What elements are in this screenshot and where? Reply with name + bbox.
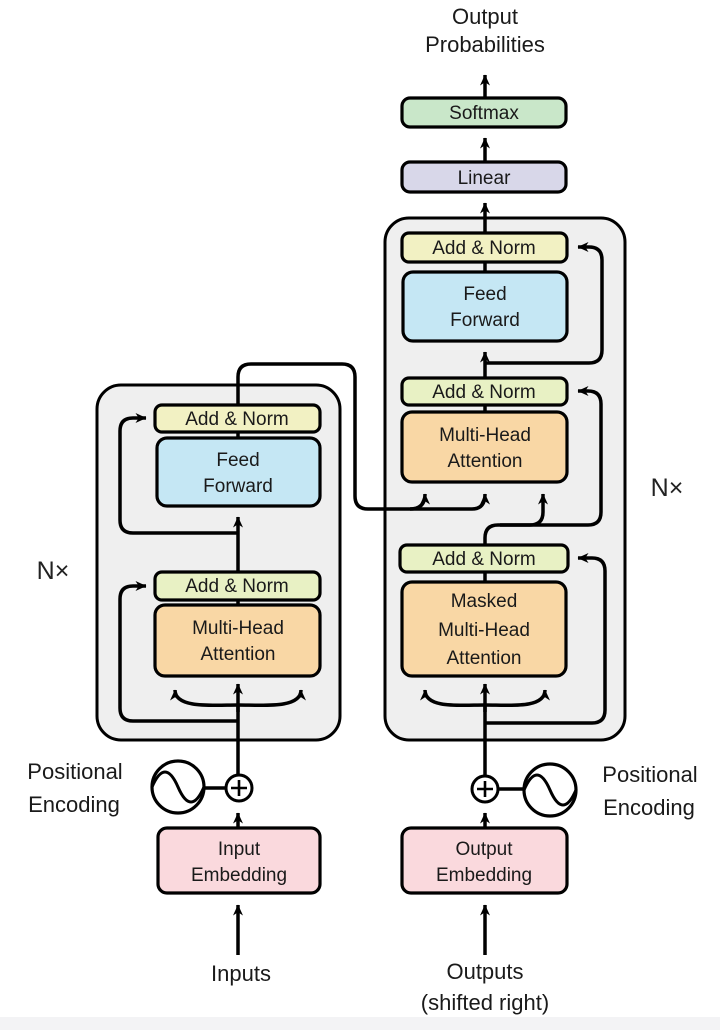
- arrow-encoder-mha-k: [170, 689, 239, 708]
- softmax-box: [400, 96, 568, 129]
- decoder-mha-label-line2: Attention: [448, 451, 523, 472]
- outputs-label-line2: (shifted right): [421, 990, 549, 1015]
- add-icon-right: [470, 774, 500, 804]
- decoder-addnorm-bottom-box: [398, 543, 570, 574]
- decoder-mha-label-line1: Multi-Head: [439, 425, 531, 446]
- positional-encoding-icon-left: [150, 759, 206, 815]
- positional-encoding-label-left-line2: Encoding: [28, 792, 120, 817]
- masked-mha-label-line3: Attention: [447, 648, 522, 669]
- sine-wave-icon: [522, 773, 578, 807]
- decoder-feedforward-label-line1: Feed: [463, 284, 506, 305]
- arrow-masked-mha-k: [420, 689, 486, 708]
- encoder-addnorm-top-box: [153, 403, 322, 434]
- decoder-mha-box: [400, 410, 569, 484]
- encoder-addnorm-top-label: Add & Norm: [185, 409, 288, 430]
- decoder-addnorm-bottom-label: Add & Norm: [432, 549, 535, 570]
- positional-encoding-icon-right: [522, 762, 578, 818]
- residual-decoder-ff: [485, 242, 604, 365]
- residual-cross-mha: [500, 386, 603, 527]
- diagram-connections: [118, 74, 607, 955]
- decoder-masked-mha-box: [400, 580, 568, 678]
- linear-label: Linear: [458, 168, 511, 189]
- residual-encoder-mha: [118, 581, 238, 723]
- decoder-addnorm-top-label: Add & Norm: [432, 238, 535, 259]
- arrow-encoder-mha-v: [237, 689, 306, 708]
- plus-icon: [231, 780, 247, 796]
- output-embedding-label-line1: Output: [455, 839, 513, 860]
- input-embedding-box: [156, 826, 322, 895]
- output-embedding-label-line2: Embedding: [436, 865, 532, 886]
- positional-encoding-label-right-line1: Positional: [602, 762, 697, 787]
- masked-mha-label-line2: Multi-Head: [438, 620, 530, 641]
- footer-strip: [0, 1017, 720, 1030]
- output-probabilities-label-line1: Output: [452, 4, 518, 29]
- linear-box: [400, 160, 568, 194]
- decoder-addnorm-mid-box: [400, 376, 569, 407]
- add-icon-left: [224, 773, 254, 803]
- n-times-label-left: N×: [37, 557, 70, 585]
- input-embedding-label-line2: Embedding: [191, 865, 287, 886]
- encoder-addnorm-bottom-box: [153, 570, 322, 602]
- decoder-addnorm-top-box: [400, 231, 569, 264]
- residual-masked-mha: [485, 553, 607, 725]
- softmax-label: Softmax: [449, 103, 519, 124]
- plus-icon: [477, 781, 493, 797]
- decoder-feedforward-label-line2: Forward: [450, 310, 520, 331]
- decoder-addnorm-mid-label: Add & Norm: [432, 382, 535, 403]
- encoder-feedforward-label-line1: Feed: [216, 450, 259, 471]
- inputs-label: Inputs: [211, 961, 271, 986]
- encoder-feedforward-box: [155, 436, 322, 508]
- positional-encoding-label-right-line2: Encoding: [603, 795, 695, 820]
- output-embedding-box: [400, 826, 569, 895]
- output-probabilities-label-line2: Probabilities: [425, 32, 545, 57]
- arrow-cross-attention-k: [409, 493, 430, 511]
- positional-encoding-label-left-line1: Positional: [27, 759, 122, 784]
- n-times-label-right: N×: [651, 474, 684, 502]
- outputs-label-line1: Outputs: [446, 959, 523, 984]
- arrow-masked-mha-v: [484, 689, 550, 708]
- encoder-mha-label-line2: Attention: [201, 644, 276, 665]
- decoder-feedforward-box: [401, 270, 569, 343]
- encoder-mha-box: [153, 603, 322, 678]
- input-embedding-label-line1: Input: [218, 839, 261, 860]
- encoder-feedforward-label-line2: Forward: [203, 476, 273, 497]
- encoder-addnorm-bottom-label: Add & Norm: [185, 576, 288, 597]
- sine-wave-icon: [150, 770, 206, 804]
- masked-mha-label-line1: Masked: [451, 591, 518, 612]
- residual-encoder-ff: [118, 413, 238, 535]
- encoder-mha-label-line1: Multi-Head: [192, 618, 284, 639]
- line-encoder-to-decoder-kv: [236, 362, 490, 511]
